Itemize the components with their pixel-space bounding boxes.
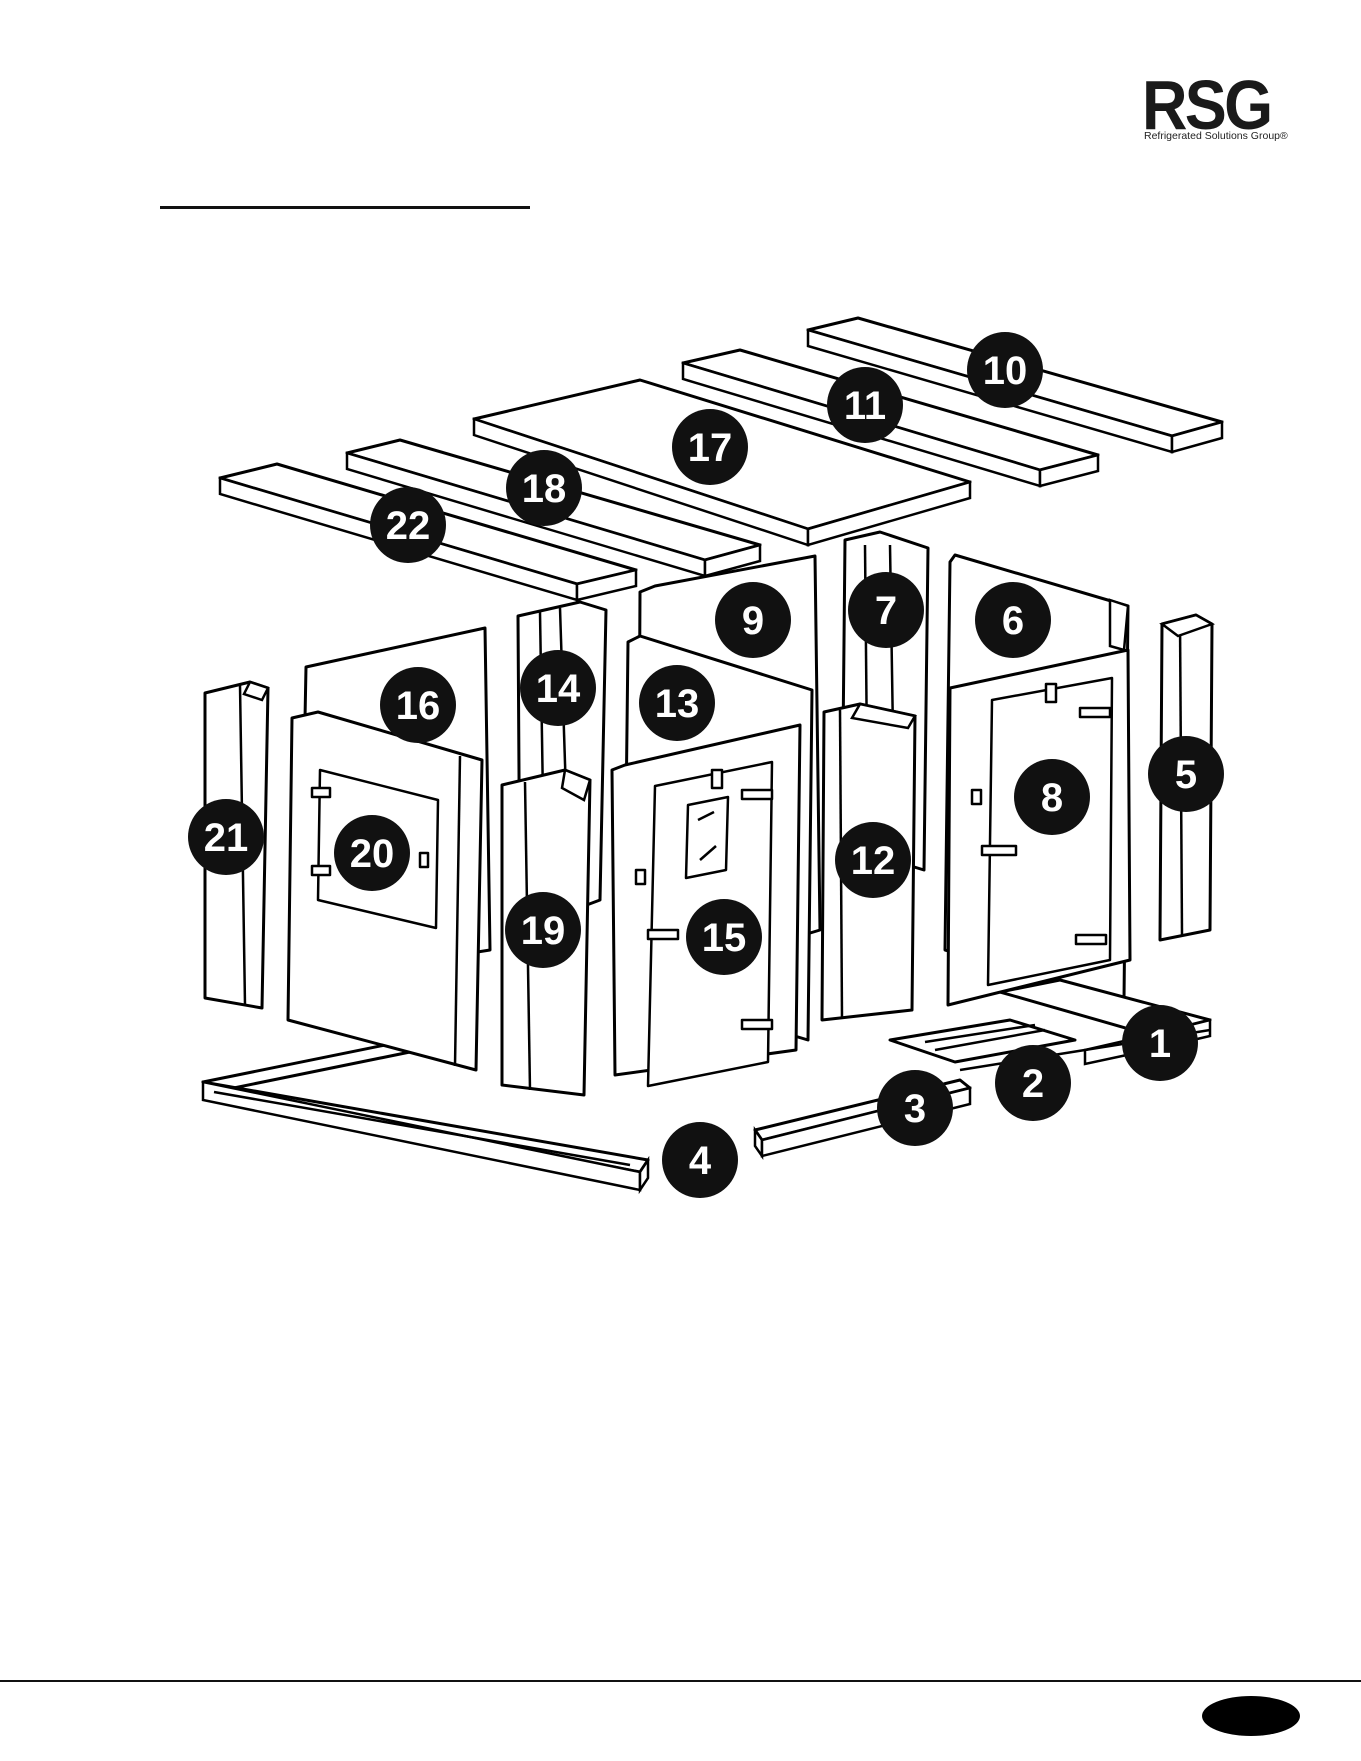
callout-16-label: 16 bbox=[396, 684, 441, 728]
callout-2: 2 bbox=[995, 1045, 1071, 1121]
wall-panel-20-with-door bbox=[288, 712, 482, 1070]
callout-21: 21 bbox=[188, 799, 264, 875]
callout-7-label: 7 bbox=[875, 589, 897, 633]
callout-17: 17 bbox=[672, 409, 748, 485]
callout-12: 12 bbox=[835, 822, 911, 898]
callout-11-label: 11 bbox=[844, 384, 886, 428]
callout-4-label: 4 bbox=[689, 1139, 712, 1183]
footer-rule bbox=[0, 1680, 1361, 1682]
callout-19-label: 19 bbox=[521, 909, 566, 953]
callout-18: 18 bbox=[506, 450, 582, 526]
callout-20-label: 20 bbox=[350, 832, 395, 876]
callout-3: 3 bbox=[877, 1070, 953, 1146]
callout-12-label: 12 bbox=[851, 839, 896, 883]
callout-6-label: 6 bbox=[1002, 599, 1024, 643]
callout-17-label: 17 bbox=[688, 426, 733, 470]
callout-5: 5 bbox=[1148, 736, 1224, 812]
callout-10-label: 10 bbox=[983, 349, 1028, 393]
callout-9-label: 9 bbox=[742, 599, 764, 643]
callout-18-label: 18 bbox=[522, 467, 567, 511]
callout-1: 1 bbox=[1122, 1005, 1198, 1081]
callout-14: 14 bbox=[520, 650, 596, 726]
callout-3-label: 3 bbox=[904, 1087, 926, 1131]
callout-5-label: 5 bbox=[1175, 753, 1197, 797]
page-number-badge bbox=[1202, 1696, 1300, 1736]
callout-8: 8 bbox=[1014, 759, 1090, 835]
callout-6: 6 bbox=[975, 582, 1051, 658]
callout-22-label: 22 bbox=[386, 504, 431, 548]
callout-21-label: 21 bbox=[204, 816, 249, 860]
callout-14-label: 14 bbox=[536, 667, 581, 711]
callout-20: 20 bbox=[334, 815, 410, 891]
callout-8-label: 8 bbox=[1041, 776, 1063, 820]
callout-4: 4 bbox=[662, 1122, 738, 1198]
callout-15: 15 bbox=[686, 899, 762, 975]
callout-1-label: 1 bbox=[1149, 1022, 1171, 1066]
callout-15-label: 15 bbox=[702, 916, 747, 960]
callout-22: 22 bbox=[370, 487, 446, 563]
callout-9: 9 bbox=[715, 582, 791, 658]
callout-7: 7 bbox=[848, 572, 924, 648]
callout-16: 16 bbox=[380, 667, 456, 743]
callout-10: 10 bbox=[967, 332, 1043, 408]
callout-13-label: 13 bbox=[655, 682, 700, 726]
callout-11: 11 bbox=[827, 367, 903, 443]
callout-19: 19 bbox=[505, 892, 581, 968]
callout-2-label: 2 bbox=[1022, 1062, 1044, 1106]
callout-13: 13 bbox=[639, 665, 715, 741]
